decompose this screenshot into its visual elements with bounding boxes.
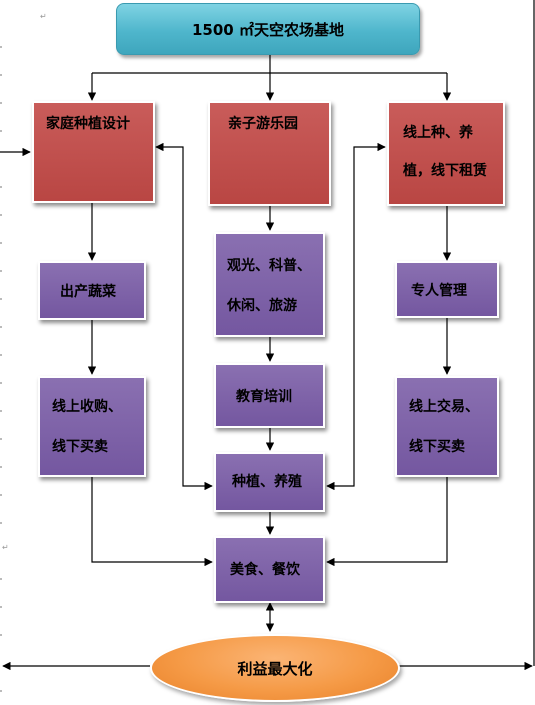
arrow-planting-to-online-farming xyxy=(326,142,386,491)
food-dining-label: 美食、餐饮 xyxy=(230,562,300,578)
arrow-trade-to-food xyxy=(326,477,448,567)
profit-maximization-label: 利益最大化 xyxy=(237,659,313,678)
produce-vegetables-label: 出产蔬菜 xyxy=(60,284,116,300)
planting-breeding-label: 种植、养殖 xyxy=(232,474,302,490)
online-farming-rental-box: 线上种、养 植，线下租赁 xyxy=(387,101,505,206)
dedicated-management-label: 专人管理 xyxy=(411,283,467,299)
online-farming-rental-line1: 线上种、养 xyxy=(403,125,473,141)
online-purchase-box: 线上收购、 线下买卖 xyxy=(38,376,146,477)
online-trade-line2: 线下买卖 xyxy=(409,439,465,455)
dedicated-management-box: 专人管理 xyxy=(395,261,499,318)
education-training-box: 教育培训 xyxy=(214,363,325,428)
arrow-purchase-to-food xyxy=(91,477,213,567)
home-planting-design-label: 家庭种植设计 xyxy=(46,116,130,132)
produce-vegetables-box: 出产蔬菜 xyxy=(38,261,146,320)
online-purchase-line2: 线下买卖 xyxy=(52,439,108,455)
parent-child-park-label: 亲子游乐园 xyxy=(228,116,298,132)
online-trade-box: 线上交易、 线下买卖 xyxy=(395,376,499,477)
sightseeing-box: 观光、科普、 休闲、旅游 xyxy=(214,232,325,337)
online-farming-rental-line2: 植，线下租赁 xyxy=(403,163,487,179)
education-training-label: 教育培训 xyxy=(236,389,292,405)
food-dining-box: 美食、餐饮 xyxy=(214,536,325,603)
online-trade-line1: 线上交易、 xyxy=(409,399,479,415)
sightseeing-line1: 观光、科普、 xyxy=(227,258,311,274)
online-purchase-line1: 线上收购、 xyxy=(52,399,122,415)
farm-base-title: 1500 ㎡天空农场基地 xyxy=(116,3,420,55)
arrow-planting-to-home-design xyxy=(155,142,213,491)
home-planting-design-box: 家庭种植设计 xyxy=(32,101,155,203)
parent-child-park-box: 亲子游乐园 xyxy=(208,101,331,206)
profit-maximization-ellipse: 利益最大化 xyxy=(150,634,400,702)
paragraph-mark-icon: ↵ xyxy=(40,12,47,21)
farm-base-title-text: 1500 ㎡天空农场基地 xyxy=(192,20,344,39)
planting-breeding-box: 种植、养殖 xyxy=(214,452,325,512)
sightseeing-line2: 休闲、旅游 xyxy=(227,298,297,314)
paragraph-mark-icon: ↵ xyxy=(2,543,9,552)
